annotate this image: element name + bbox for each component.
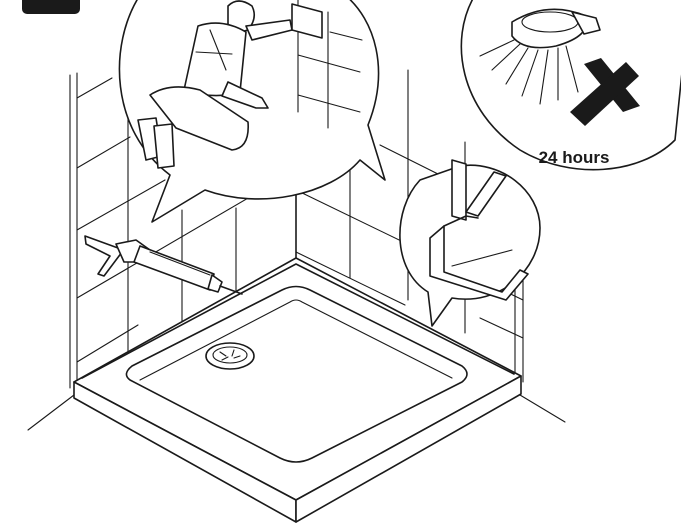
step-badge [22,0,80,14]
seal-detail-callout [400,160,540,326]
wait-time-callout: 24 hours [461,0,681,170]
installer-callout [119,0,385,222]
wait-time-label: 24 hours [539,148,610,167]
caulk-gun-icon [85,236,242,294]
drain-icon [206,343,254,369]
